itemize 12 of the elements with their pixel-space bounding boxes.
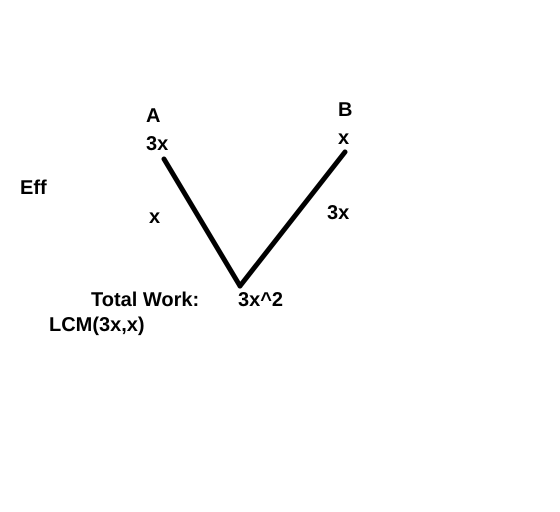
node-value: 3x xyxy=(146,132,168,157)
lcm-expression: LCM(3x,x) xyxy=(49,313,145,338)
total-work-label: Total Work: xyxy=(91,288,200,313)
efficiency-value: 3x xyxy=(327,201,350,226)
node-value: x xyxy=(338,126,350,151)
connector-line xyxy=(162,156,242,288)
node-title: B xyxy=(338,98,352,123)
efficiency-value: x xyxy=(149,205,160,230)
node-title: A xyxy=(146,104,160,129)
node-value: 3x^2 xyxy=(238,288,284,313)
row-label: Eff xyxy=(20,176,47,201)
connector-line xyxy=(238,150,348,288)
